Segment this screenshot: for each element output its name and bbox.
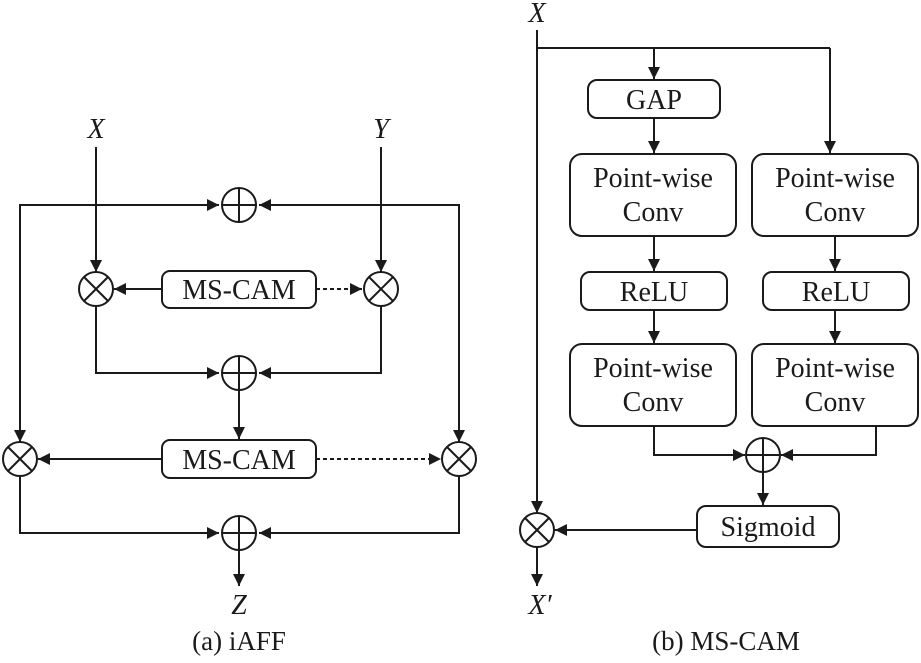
mscam-caption: (b) MS-CAM: [652, 626, 800, 656]
pointwise-conv-global-2-line1: Point-wise: [593, 353, 713, 384]
mscam-input-x-label: X: [527, 0, 546, 29]
mscam-diagram: X GAP Point-wise Conv Point-wise Conv Re…: [519, 0, 919, 656]
pointwise-conv-local-2-line1: Point-wise: [775, 353, 895, 384]
arrow-outer-left-to-bottom-sum: [19, 476, 219, 539]
arrow-right-multiply-to-mid-sum: [259, 306, 382, 379]
iaff-input-y-label: Y: [373, 114, 392, 145]
pointwise-conv-global-1-line2: Conv: [623, 197, 684, 228]
sum-node-middle: [221, 355, 257, 391]
arrow-left-multiply-to-mid-sum: [95, 306, 219, 379]
arrow-outer-right-to-bottom-sum: [259, 476, 460, 539]
pointwise-conv-local-1-line2: Conv: [805, 197, 866, 228]
multiply-node-top-right: [363, 271, 399, 307]
pointwise-conv-local-1-line1: Point-wise: [775, 163, 895, 194]
multiply-node-top-left: [78, 271, 114, 307]
arrow-global-to-sum: [653, 426, 745, 461]
mscam-output-label: X′: [527, 590, 552, 621]
sigmoid-block: [696, 505, 840, 548]
sum-node-bottom: [221, 515, 257, 551]
sum-node-top: [221, 187, 257, 223]
iaff-output-z-label: Z: [231, 590, 247, 621]
mscam-block-bottom-label: MS-CAM: [182, 445, 296, 476]
arrow-local-to-sum: [781, 426, 877, 461]
iaff-diagram: X Y MS-CAM: [2, 114, 477, 656]
sum-node-mscam: [745, 437, 781, 473]
pointwise-conv-local-2: [751, 343, 919, 427]
pointwise-conv-global-2-line2: Conv: [623, 387, 684, 418]
iaff-caption: (a) iAFF: [192, 626, 286, 656]
line-y-to-outer-right: [381, 204, 465, 442]
multiply-node-outer-right: [441, 441, 477, 477]
pointwise-conv-global-1-line1: Point-wise: [593, 163, 713, 194]
gap-block-label: GAP: [626, 85, 682, 116]
sigmoid-block-label: Sigmoid: [721, 512, 816, 543]
multiply-node-mscam: [519, 512, 555, 548]
relu-block-global-label: ReLU: [620, 277, 688, 308]
pointwise-conv-local-2-line2: Conv: [805, 387, 866, 418]
relu-block-local-label: ReLU: [802, 277, 870, 308]
mscam-block-top-label: MS-CAM: [182, 275, 296, 306]
multiply-node-outer-left: [2, 441, 38, 477]
line-x-to-outer-left: [14, 204, 96, 442]
iaff-input-x-label: X: [86, 114, 105, 145]
